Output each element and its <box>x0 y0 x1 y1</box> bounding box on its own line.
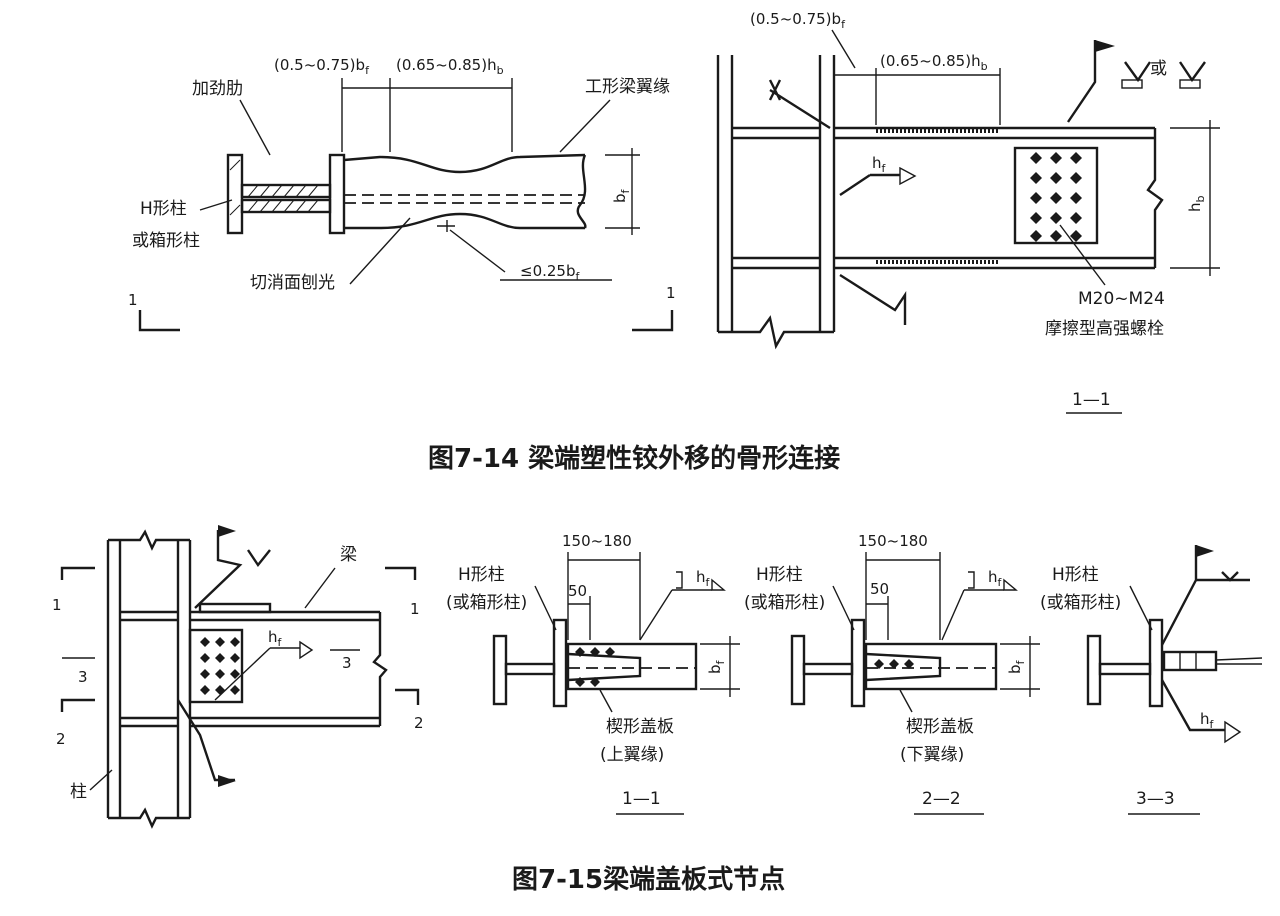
elev-mark-3: 3 <box>78 668 88 686</box>
sec2-title: 2—2 <box>922 789 961 809</box>
sec1-dim-bf: bf <box>706 659 727 674</box>
label-beam: 梁 <box>340 545 357 565</box>
sec2-dim-bf: bf <box>1006 659 1027 674</box>
fig14-caption: 图7-14 梁端塑性铰外移的骨形连接 <box>428 443 840 474</box>
dim-bf-label: bf <box>611 188 632 203</box>
sec2-weld-hf: hf <box>988 568 1003 589</box>
sec2-dim-top: 150~180 <box>858 532 928 550</box>
fig15-section-2-2: 150~180 50 H形柱 (或箱形柱) hf bf 楔形盖板 (下翼缘) 2… <box>744 532 1040 815</box>
sec2-label-col-2: (或箱形柱) <box>744 593 825 613</box>
fig15-caption: 图7-15梁端盖板式节点 <box>512 864 785 895</box>
sec2-label-plate: 楔形盖板 <box>906 717 974 737</box>
sec1-label-plate: 楔形盖板 <box>606 717 674 737</box>
dim-b-label-r: (0.65~0.85)hb <box>880 52 988 73</box>
sec3-label-col-1: H形柱 <box>1052 565 1099 585</box>
sec1-dim-50: 50 <box>568 582 587 600</box>
column-flange-right <box>328 153 346 235</box>
sec3-title: 3—3 <box>1136 789 1175 809</box>
sec2-dim-50: 50 <box>870 580 889 598</box>
weld-hf-label: hf <box>872 154 887 175</box>
label-flange: 工形梁翼缘 <box>585 77 670 97</box>
sec1-dim-top: 150~180 <box>562 532 632 550</box>
fig14-left-plan: (0.5~0.75)bf (0.65~0.85)hb bf 加劲肋 工形梁翼缘 … <box>128 56 676 332</box>
elev-weld-hf: hf <box>268 628 283 649</box>
dim-a-label-r: (0.5~0.75)bf <box>750 10 846 31</box>
shear-tab-plate <box>1013 146 1099 245</box>
label-or: 或 <box>1150 59 1167 79</box>
section-mark-right: 1 <box>666 284 676 302</box>
stiffener-bottom <box>240 198 332 214</box>
label-column-1: H形柱 <box>140 199 187 219</box>
fig15-section-1-1: 150~180 50 H形柱 (或箱形柱) hf bf 楔形盖板 (上翼缘) 1… <box>446 532 740 815</box>
column-flange-left <box>226 153 244 235</box>
sec1-title: 1—1 <box>622 789 661 809</box>
elev-mark-2-right: 2 <box>414 714 424 732</box>
elev-mark-1-right: 1 <box>410 600 420 618</box>
sec1-label-col-2: (或箱形柱) <box>446 593 527 613</box>
label-bolt-type: 摩擦型高强螺栓 <box>1045 319 1164 339</box>
sec1-label-col-1: H形柱 <box>458 565 505 585</box>
fig14-right-elevation: (0.5~0.75)bf (0.65~0.85)hb hf 或 hb M20~M… <box>716 10 1220 414</box>
sec3-weld-hf: hf <box>1200 710 1215 731</box>
elev-mark-2: 2 <box>56 730 66 748</box>
section-mark-left: 1 <box>128 291 138 309</box>
section-title-1-1: 1—1 <box>1072 390 1111 410</box>
elev-mark-1: 1 <box>52 596 62 614</box>
label-column-2: 或箱形柱 <box>132 231 200 251</box>
label-cut-surface: 切消面刨光 <box>250 273 335 293</box>
fig15-section-3-3: H形柱 (或箱形柱) hf 3—3 <box>1040 545 1263 815</box>
fig15-elevation: hf 3 梁 柱 1 1 3 2 2 <box>52 525 424 829</box>
dim-a-label: (0.5~0.75)bf <box>274 56 370 77</box>
sec2-label-flange: (下翼缘) <box>900 745 964 765</box>
sec1-label-flange: (上翼缘) <box>600 745 664 765</box>
dim-hb-label: hb <box>1186 195 1207 212</box>
label-column: 柱 <box>70 782 87 802</box>
stiffener-top <box>240 183 332 199</box>
label-bolt-size: M20~M24 <box>1078 289 1165 309</box>
dim-tolerance: ≤0.25bf <box>520 262 581 283</box>
label-stiffener: 加劲肋 <box>192 79 243 99</box>
sec1-weld-hf: hf <box>696 568 711 589</box>
elev-mark-3-right: 3 <box>342 654 352 672</box>
dim-b-label: (0.65~0.85)hb <box>396 56 504 77</box>
beam-flange-outline <box>343 153 586 230</box>
sec2-label-col-1: H形柱 <box>756 565 803 585</box>
sec3-label-col-2: (或箱形柱) <box>1040 593 1121 613</box>
